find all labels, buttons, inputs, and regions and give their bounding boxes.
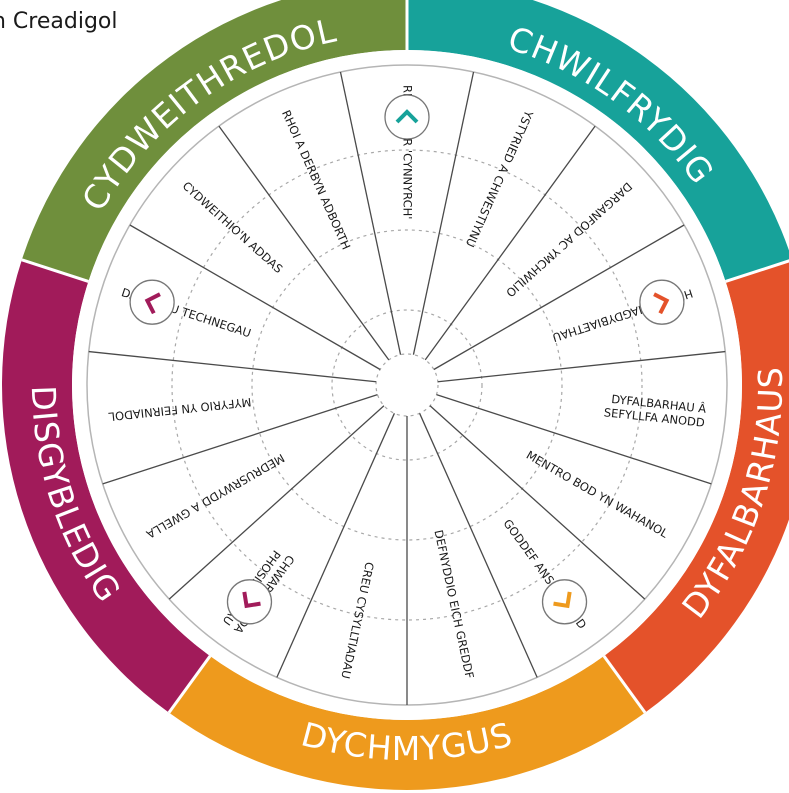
spoke-line <box>168 405 385 600</box>
dashed-rings <box>171 149 643 621</box>
segment-band-dychmygus <box>168 656 646 790</box>
chevron-icon <box>384 94 430 140</box>
spoke-line <box>88 350 377 383</box>
segment-band-chwilfrydig <box>407 0 789 282</box>
spoke-line <box>429 405 646 600</box>
spoke-line <box>218 125 390 361</box>
spokes <box>88 71 726 705</box>
dashed-ring <box>171 149 643 621</box>
spoke-line <box>276 413 395 678</box>
segment-separator <box>602 655 647 714</box>
chevron-icon <box>639 279 685 325</box>
spoke-line <box>102 393 378 485</box>
center-hub <box>375 353 439 417</box>
segment-band-cydweithredol <box>21 0 407 282</box>
segment-separator <box>167 655 212 714</box>
spoke-line <box>436 393 712 485</box>
spoke-line <box>433 224 685 371</box>
page-title: n Creadigol l <box>0 8 118 64</box>
spoke-line <box>129 224 381 371</box>
spoke-line <box>419 413 538 678</box>
chevron-icon <box>226 579 273 625</box>
title-line-1: n Creadigol <box>0 9 118 34</box>
spoke-line <box>412 71 475 355</box>
spoke-line <box>424 125 596 361</box>
segment-separator <box>725 259 789 283</box>
dashed-ring <box>331 309 483 461</box>
chevrons <box>129 94 685 625</box>
spoke-line <box>339 71 402 355</box>
segment-band-dyfalbarhaus <box>603 260 789 713</box>
chevron-icon <box>541 579 588 625</box>
segment-separator <box>21 258 89 283</box>
chevron-icon <box>129 279 175 325</box>
spoke-line <box>437 350 726 383</box>
dashed-ring <box>251 229 563 541</box>
segment-band-disgybledig <box>1 259 211 713</box>
